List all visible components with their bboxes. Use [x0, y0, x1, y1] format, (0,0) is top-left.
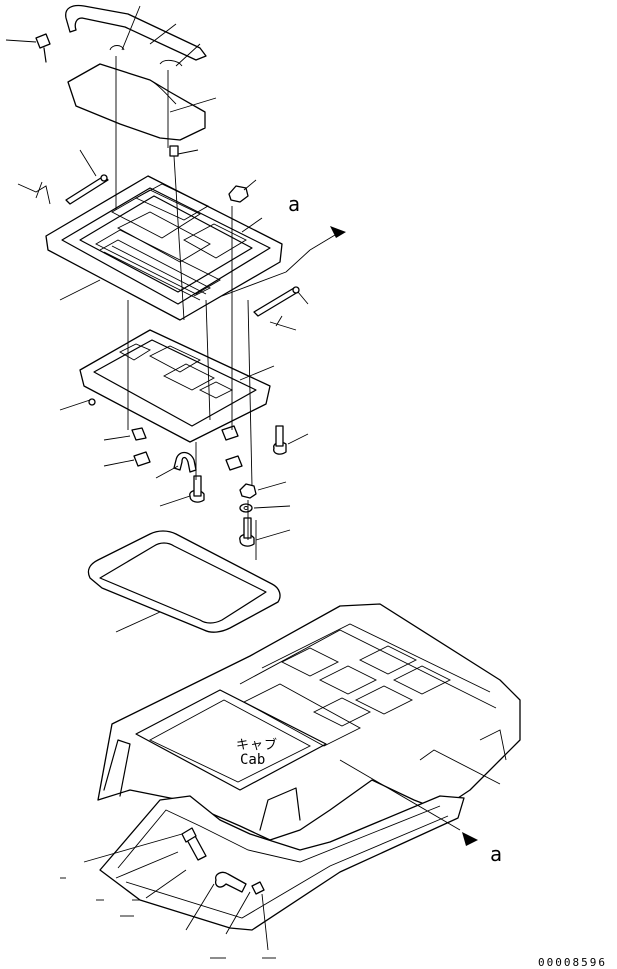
nut-right — [228, 185, 249, 203]
reference-label-a-bottom: a — [490, 842, 503, 866]
callout-stubs-right — [35, 5, 309, 541]
hatch-inner-frame — [79, 329, 271, 443]
bolt-center — [189, 475, 205, 503]
nut-lower — [239, 483, 257, 499]
callout-stubs — [5, 39, 276, 959]
clip-4 — [225, 455, 243, 471]
arrow-top — [330, 226, 346, 238]
hatch-frame-upper — [45, 175, 283, 321]
bolt-right-upper — [273, 425, 287, 455]
leader-lines — [115, 56, 461, 831]
cab-label-japanese: キャブ — [236, 738, 279, 753]
screw-small-left — [88, 398, 96, 406]
reference-label-a-top: a — [288, 192, 301, 216]
seal-gasket — [87, 530, 281, 633]
bracket-curved — [173, 451, 197, 473]
bolt-top-left — [35, 33, 51, 63]
clip-2 — [221, 425, 239, 441]
clip-3 — [133, 451, 151, 467]
bolt-bottom-horizontal — [214, 871, 247, 893]
pin-left — [65, 174, 109, 205]
pin-right — [253, 286, 300, 317]
washer — [239, 503, 253, 513]
drawing-number: 00008596 — [538, 956, 607, 969]
roof-handle — [65, 4, 207, 67]
clip-1 — [131, 427, 147, 441]
cover-plate — [67, 63, 206, 141]
clip-bottom — [251, 881, 265, 895]
cab-label-english: Cab — [240, 752, 266, 768]
bushing — [169, 145, 179, 157]
bolt-bottom-diagonal — [181, 827, 207, 861]
bolt-right-lower — [239, 517, 255, 547]
arrow-bottom — [462, 832, 478, 846]
